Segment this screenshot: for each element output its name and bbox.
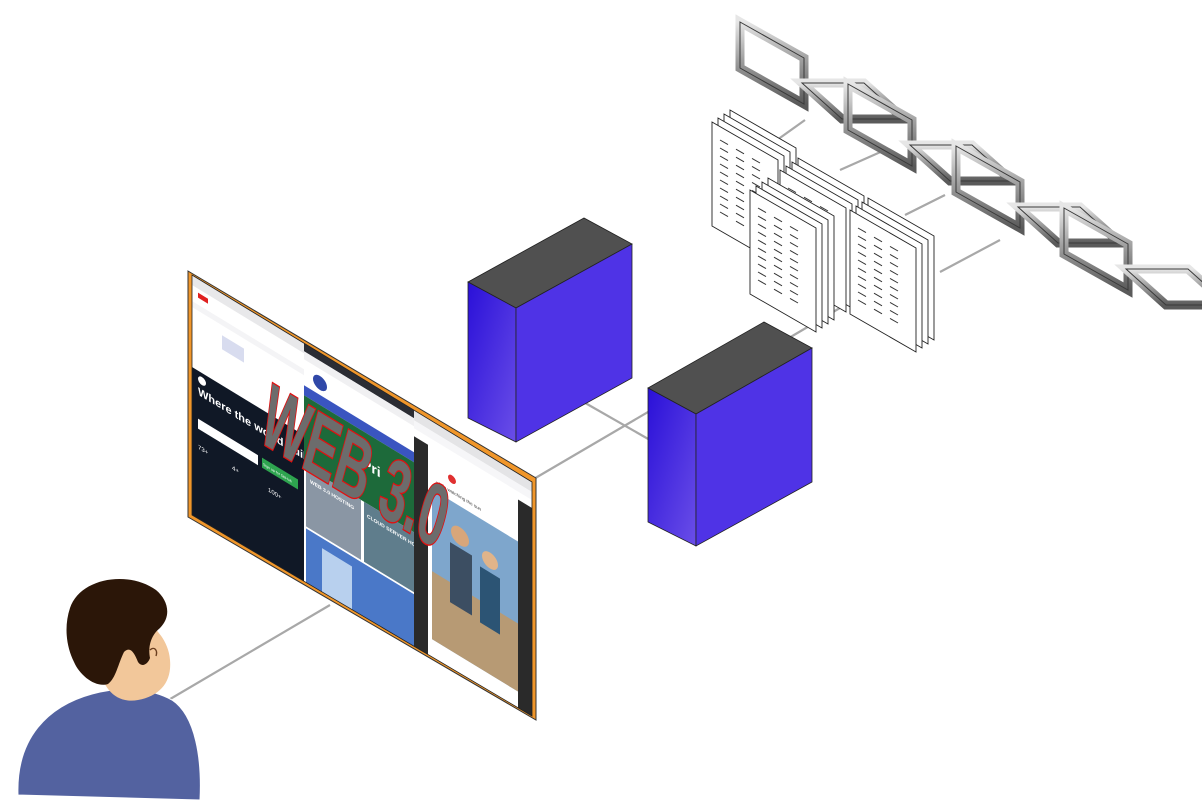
chain-link xyxy=(1114,264,1202,310)
line-documents-to-chain-c xyxy=(904,194,946,216)
line-server-to-server xyxy=(579,399,651,441)
stat-2: 4+ xyxy=(232,465,239,476)
chain-link xyxy=(735,14,809,112)
line-documents-to-chain-b xyxy=(839,148,886,172)
document-stack xyxy=(749,177,835,333)
promo-banner xyxy=(304,395,414,533)
user-icon xyxy=(17,578,201,801)
user-shirt xyxy=(17,688,201,801)
chain-link xyxy=(843,76,917,174)
card-cloud-server[interactable] xyxy=(364,501,414,593)
github-signup-button[interactable] xyxy=(262,457,298,490)
line-documents-to-chain-d xyxy=(939,239,1001,273)
line-person-to-monitor xyxy=(159,604,331,706)
monitor-icon: Where the world builds software Sign up … xyxy=(187,270,537,721)
blockchain-icon xyxy=(735,14,1202,310)
server-icon xyxy=(467,217,813,547)
chain-link xyxy=(1059,200,1133,298)
server-front xyxy=(647,321,813,547)
line-monitor-to-server xyxy=(531,404,661,481)
stat-1: 73+ xyxy=(198,444,208,457)
documents-icon xyxy=(711,109,935,353)
chain-link xyxy=(951,138,1025,236)
document-stack xyxy=(849,197,935,353)
monitor-screen: Where the world builds software Sign up … xyxy=(192,275,532,716)
server-back xyxy=(467,217,633,443)
card-web3-hosting[interactable] xyxy=(306,466,361,560)
user-hair xyxy=(66,578,168,685)
